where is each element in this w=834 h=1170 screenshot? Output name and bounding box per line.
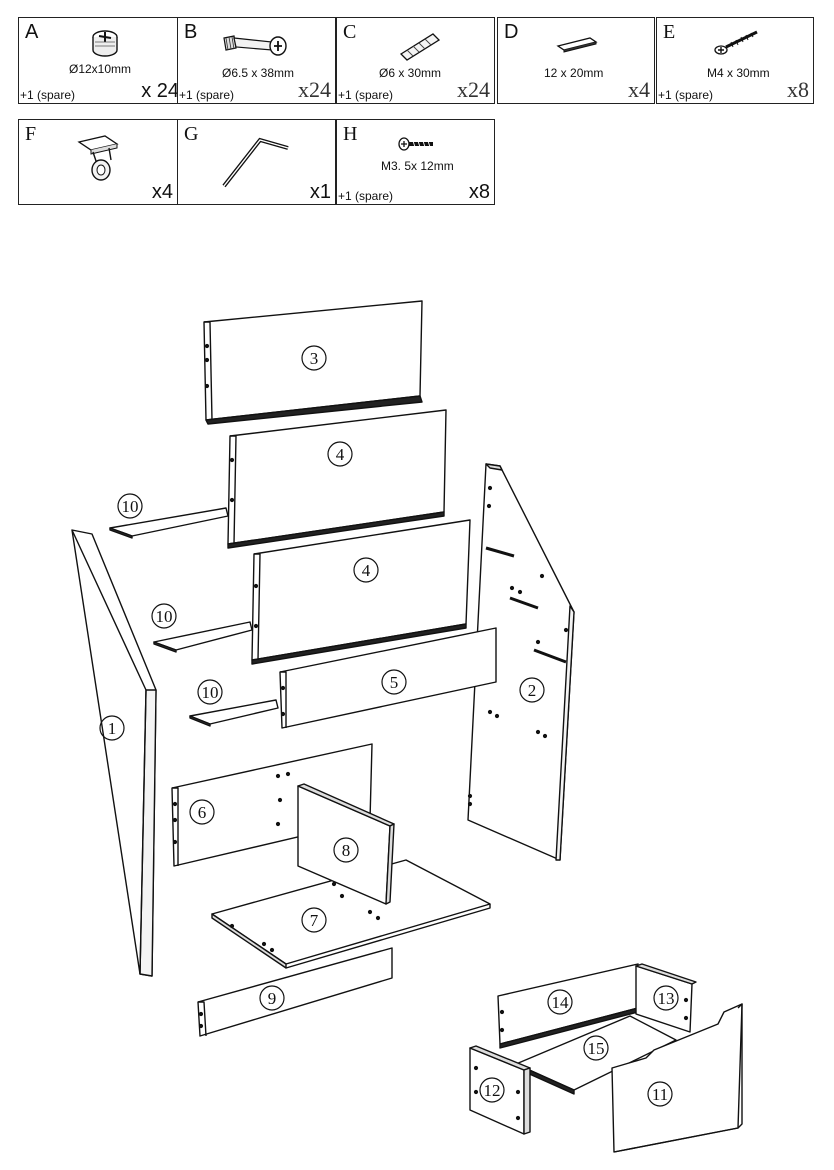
hardware-spare: +1 (spare) [179,88,235,102]
hardware-qty: x4 [628,77,650,102]
castor-wheel-icon [77,135,119,181]
svg-text:10: 10 [122,497,139,516]
label-panel-7: 7 [301,907,327,933]
shelf-support-pad-icon [556,37,598,53]
panel-5 [279,627,497,729]
panel-4-upper [227,409,447,549]
svg-text:6: 6 [198,803,207,822]
svg-text:5: 5 [390,673,399,692]
hardware-qty: x4 [151,181,173,203]
wood-screw-icon [714,30,758,55]
svg-text:10: 10 [202,683,219,702]
small-screw-icon [398,137,433,151]
svg-text:9: 9 [268,989,277,1008]
hardware-letter: E [663,21,676,43]
hardware-size: M4 x 30mm [707,66,770,80]
panel-12 [469,1045,531,1135]
panel-2 [467,463,575,861]
hardware-qty: x 24 [141,80,178,102]
panel-9 [197,947,393,1037]
hardware-size: Ø12x10mm [69,62,132,76]
svg-text:3: 3 [310,349,319,368]
hardware-box-e: E M4 x 30mm +1 (spare) x8 [656,17,814,104]
label-panel-10-1: 10 [117,493,143,519]
label-panel-9: 9 [259,985,285,1011]
svg-text:8: 8 [342,841,351,860]
label-panel-13: 13 [653,985,679,1011]
panel-11 [611,1003,743,1153]
svg-text:12: 12 [484,1081,501,1100]
hardware-qty: x24 [298,77,331,102]
svg-text:1: 1 [108,719,117,738]
panel-13 [635,963,697,1033]
label-panel-15: 15 [583,1035,609,1061]
svg-text:7: 7 [310,911,319,930]
svg-text:13: 13 [658,989,675,1008]
hardware-box-f: F x4 [18,119,178,205]
hardware-size: Ø6 x 30mm [379,66,442,80]
hardware-spare: +1 (spare) [658,88,714,102]
hardware-qty: x24 [457,77,490,102]
hardware-spare: +1 (spare) [338,189,394,203]
label-panel-2: 2 [519,677,545,703]
hardware-size: M3. 5x 12mm [381,159,454,173]
panel-8 [297,783,395,905]
label-panel-5: 5 [381,669,407,695]
svg-text:2: 2 [528,681,537,700]
panel-4-lower [251,519,471,665]
hardware-spare: +1 (spare) [338,88,394,102]
cam-bolt-icon [223,35,287,56]
svg-text:10: 10 [156,607,173,626]
label-panel-1: 1 [99,715,125,741]
label-panel-11: 11 [647,1081,673,1107]
hardware-box-c: C Ø6 x 30mm +1 (spare) x24 [336,17,495,104]
hardware-letter: C [343,21,357,43]
hardware-letter: F [25,123,37,145]
label-panel-14: 14 [547,989,573,1015]
hardware-letter: A [25,21,39,43]
hardware-qty: x1 [309,181,331,203]
svg-text:15: 15 [588,1039,605,1058]
hardware-box-g: G x1 [177,119,336,205]
svg-text:14: 14 [552,993,570,1012]
label-panel-6: 6 [189,799,215,825]
hardware-letter: G [184,123,199,145]
hardware-letter: D [504,21,519,43]
panel-7 [211,859,491,969]
svg-text:4: 4 [362,561,371,580]
panel-3 [203,300,423,425]
label-panel-3: 3 [301,345,327,371]
svg-text:11: 11 [652,1085,668,1104]
hardware-size: 12 x 20mm [544,66,604,80]
panel-10-strip-1 [109,507,229,539]
panel-10-strip-2 [153,621,253,653]
panel-10-strip-3 [189,699,279,727]
wooden-dowel-icon [399,33,441,61]
label-panel-10-3: 10 [197,679,223,705]
label-panel-8: 8 [333,837,359,863]
label-panel-4-upper: 4 [327,441,353,467]
cam-lock-icon [92,30,118,57]
label-panel-10-2: 10 [151,603,177,629]
label-panel-12: 12 [479,1077,505,1103]
label-panel-4-lower: 4 [353,557,379,583]
panel-1 [71,529,157,977]
svg-text:4: 4 [336,445,345,464]
hardware-box-a: A Ø12x10mm +1 (spare) x 24 [18,17,178,104]
hardware-box-d: D 12 x 20mm x4 [497,17,655,104]
hardware-qty: x8 [787,77,809,102]
hardware-letter: B [184,21,198,43]
hardware-size: Ø6.5 x 38mm [222,66,295,80]
hardware-qty: x8 [468,181,490,203]
allen-key-icon [222,137,289,188]
hardware-box-h: H M3. 5x 12mm +1 (spare) x8 [336,119,495,205]
hardware-letter: H [343,123,358,145]
hardware-spare: +1 (spare) [20,88,76,102]
hardware-box-b: B Ø6.5 x 38mm +1 (spare) x24 [177,17,336,104]
